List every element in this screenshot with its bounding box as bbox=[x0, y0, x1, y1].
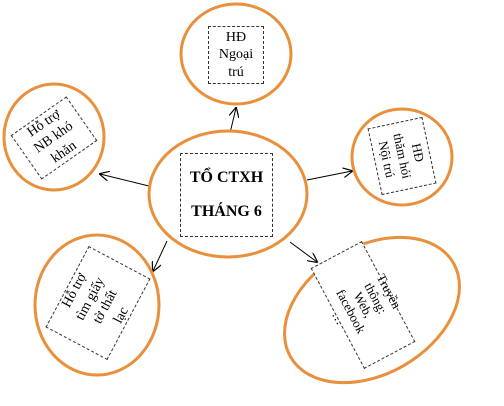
arrow-to-ngoai-tru bbox=[230, 108, 236, 134]
label-ngoai-tru: HĐ Ngoại trú bbox=[208, 26, 264, 84]
arrow-to-tham-hoi bbox=[306, 171, 352, 181]
arrow-to-ho-tro-giay-to bbox=[153, 240, 168, 271]
ngoai-tru-line: Ngoại bbox=[218, 47, 254, 63]
ngoai-tru-line: HĐ bbox=[225, 29, 247, 45]
ngoai-tru-line: trú bbox=[228, 64, 244, 80]
arrow-to-ho-tro-nb bbox=[100, 174, 154, 188]
center-label: TỔ CTXH THÁNG 6 bbox=[180, 153, 273, 237]
center-title-line1: TỔ CTXH bbox=[189, 169, 264, 187]
center-title-line2: THÁNG 6 bbox=[191, 203, 262, 220]
arrow-to-truyen-thong bbox=[289, 241, 317, 262]
